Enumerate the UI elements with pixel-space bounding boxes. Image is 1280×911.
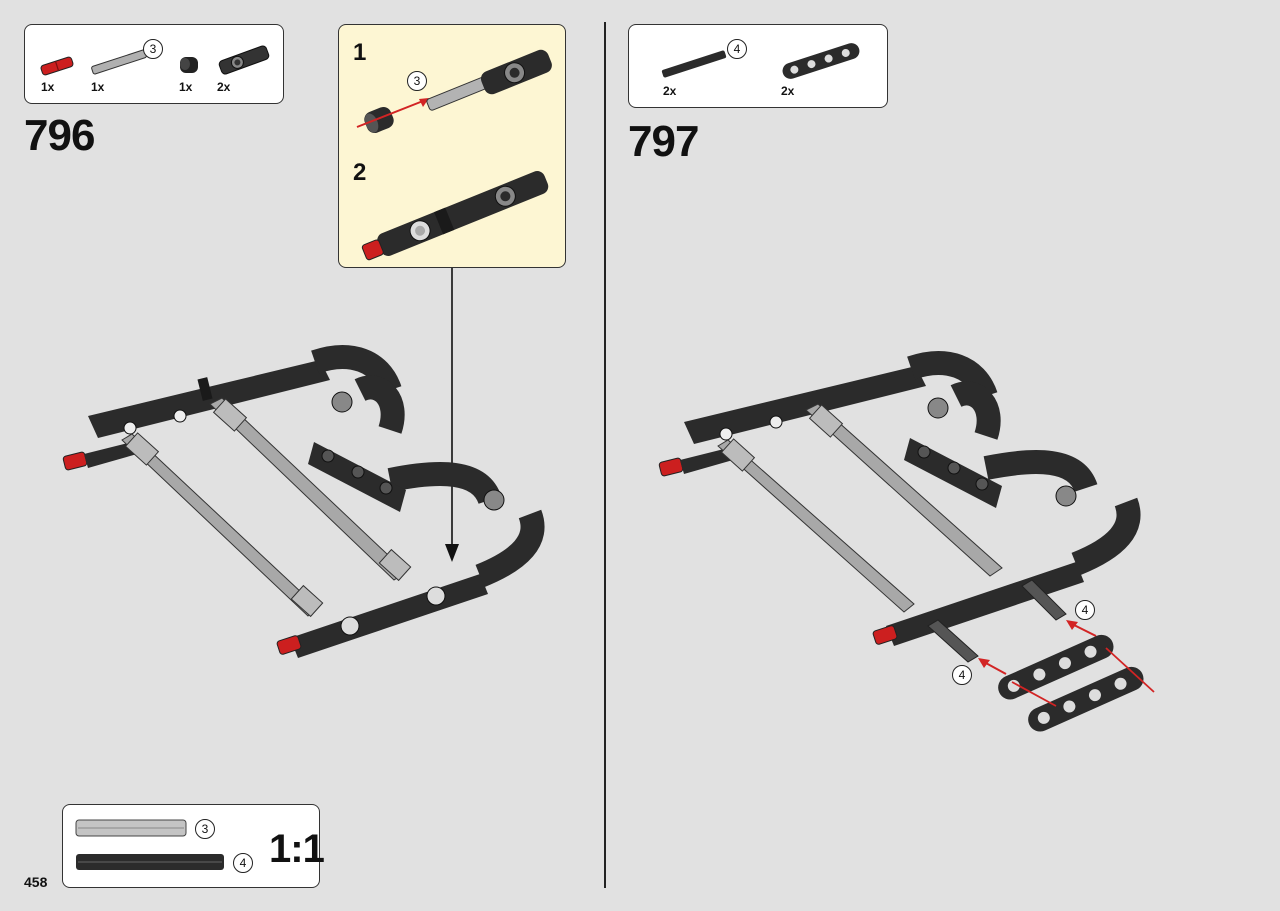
scale-callout-4: 4 (233, 853, 253, 873)
length-callout: 3 (143, 39, 163, 59)
red-pin-icon (40, 56, 74, 76)
front-beam (276, 462, 545, 658)
black-bush-icon (180, 57, 198, 73)
qty-grey-axle: 1x (91, 80, 105, 94)
axle-callout-left: 4 (952, 665, 972, 685)
insertion-arrows (978, 620, 1097, 675)
middle-liftarm (308, 442, 406, 512)
qty-axle-connector: 2x (217, 80, 231, 94)
step-number-797: 797 (628, 117, 699, 166)
axle-callout-right: 4 (1075, 600, 1095, 620)
qty-thin-liftarm: 2x (781, 84, 795, 98)
page-divider (604, 22, 606, 888)
axle-connector-icon (218, 45, 270, 75)
grey-axle-scale-icon (75, 819, 187, 837)
substep-number-2: 2 (353, 159, 367, 186)
scale-box: 3 4 1:1 (62, 804, 325, 888)
grey-axle-icon (91, 49, 147, 75)
step-796-model (62, 345, 545, 658)
placement-arrow (445, 268, 459, 562)
qty-black-bush: 1x (179, 80, 193, 94)
new-axles (927, 579, 1067, 663)
grey-axles-797 (717, 403, 1003, 613)
length-callout-797: 4 (727, 39, 747, 59)
qty-red-pin: 1x (41, 80, 55, 94)
substep-1-illustration (356, 49, 552, 134)
page-number: 458 (24, 874, 48, 890)
thin-liftarm-icon (782, 43, 860, 79)
step-797-model (658, 351, 1155, 732)
scale-label: 1:1 (269, 827, 325, 871)
black-axle-icon (661, 50, 727, 78)
scale-callout-3: 3 (195, 819, 215, 839)
qty-black-axle: 2x (663, 84, 677, 98)
step-number-796: 796 (24, 111, 95, 160)
parts-list-797: 2x 4 2x (628, 24, 888, 108)
substep-2-illustration (361, 171, 549, 261)
black-axle-scale-icon (76, 854, 224, 870)
middle-liftarm-797 (904, 438, 1002, 508)
substep-number-1: 1 (353, 39, 367, 66)
parts-list-796: 1x 1x 3 1x 2x (24, 24, 284, 104)
back-beam-797 (658, 351, 1001, 477)
substep-length-callout: 3 (407, 71, 427, 91)
grey-axles (121, 397, 412, 618)
new-liftarms (998, 634, 1155, 732)
back-beam (62, 345, 405, 471)
substep-box-796: 1 2 3 (338, 24, 566, 268)
